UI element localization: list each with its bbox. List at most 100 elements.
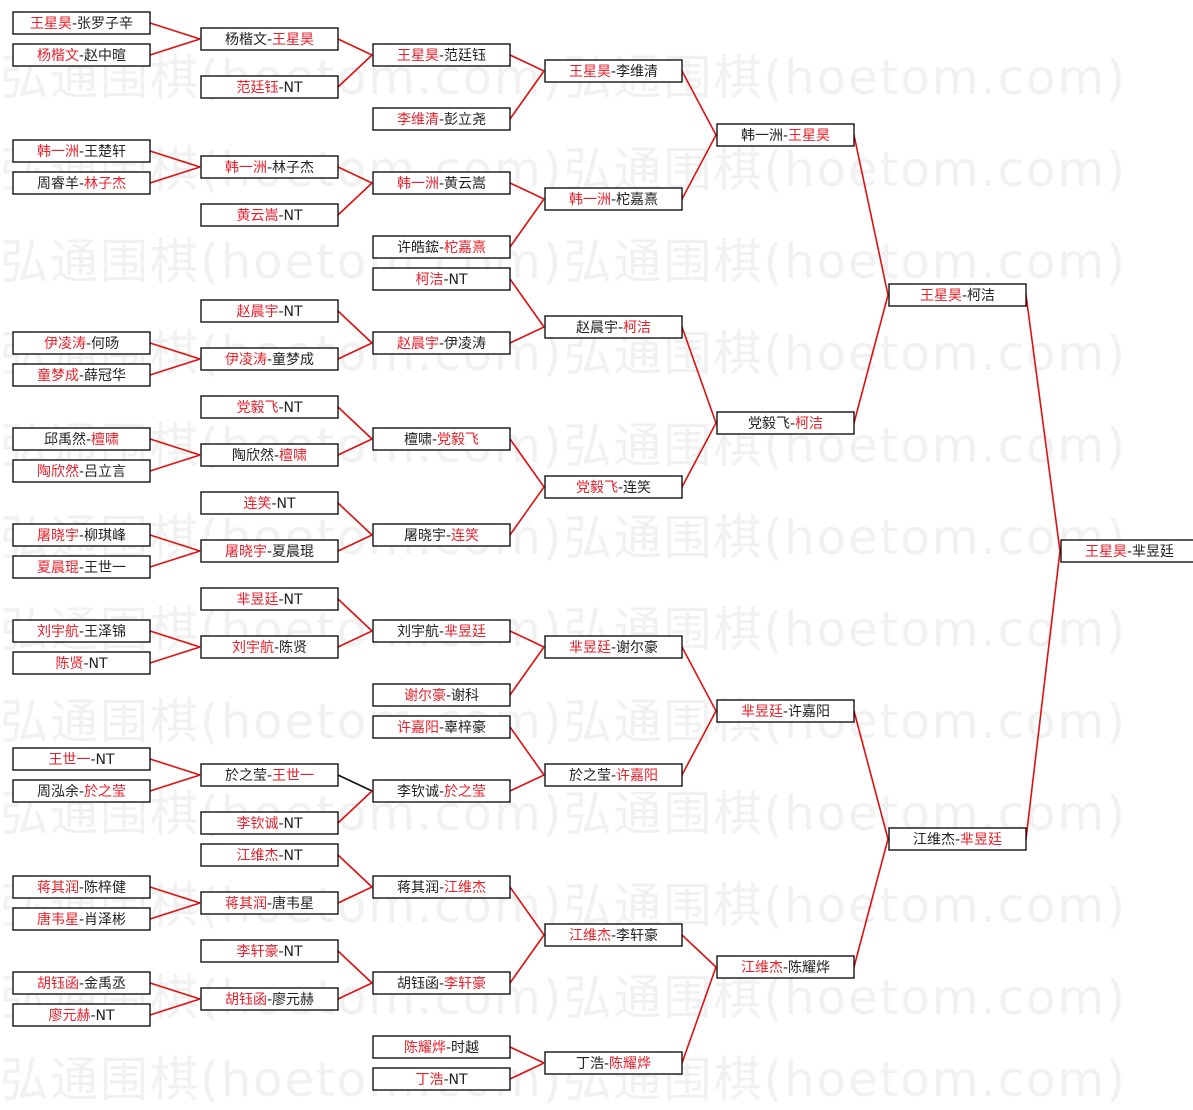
match-box: 屠晓宇-夏晨琨 <box>200 539 339 563</box>
player-b-name: 柳琪峰 <box>84 527 126 544</box>
vs-separator: - <box>79 976 84 992</box>
bracket-connector <box>337 182 373 216</box>
match-box: 丁浩-NT <box>372 1067 511 1091</box>
match-box: 江维杰-芈昱廷 <box>888 827 1027 851</box>
vs-separator: - <box>271 496 276 512</box>
match-label: 陶欣然-吕立言 <box>37 463 126 480</box>
bracket-connector <box>149 550 201 568</box>
match-box: 李维清-彭立尧 <box>372 107 511 131</box>
vs-separator: - <box>962 288 967 304</box>
match-label: 屠晓宇-连笑 <box>404 528 479 544</box>
bracket-connector <box>337 598 373 632</box>
match-box: 李轩豪-NT <box>200 939 339 963</box>
match-label: 王星昊-李维清 <box>569 64 658 80</box>
player-a-name: 王星昊 <box>1085 544 1127 560</box>
match-box-frame <box>12 11 151 35</box>
match-box-frame <box>716 955 855 979</box>
player-b-name: NT <box>277 496 296 512</box>
bracket-connector <box>337 438 373 456</box>
player-b-name: 李轩豪 <box>616 928 658 944</box>
player-a-name: 韩一洲 <box>741 128 783 144</box>
player-a-name: 邱禹然 <box>44 431 86 448</box>
match-box: 韩一洲-林子杰 <box>200 155 339 179</box>
bracket-connector <box>681 422 717 488</box>
player-b-name: 连笑 <box>623 480 651 496</box>
match-box-frame <box>12 971 151 995</box>
match-box-frame <box>716 411 855 435</box>
player-b-name: 李维清 <box>616 64 658 80</box>
player-a-name: 王星昊 <box>920 288 962 304</box>
match-label: 胡钰函-金禹丞 <box>37 976 126 992</box>
match-box-frame <box>200 491 339 515</box>
vs-separator: - <box>611 64 616 80</box>
vs-separator: - <box>278 304 283 320</box>
match-box-frame <box>372 331 511 355</box>
match-box: 王星昊-张罗子辛 <box>12 11 151 35</box>
player-a-name: 蒋其润 <box>397 880 439 896</box>
player-b-name: 王世一 <box>84 560 126 576</box>
match-box: 赵晨宇-柯洁 <box>544 315 683 339</box>
match-box-frame <box>544 475 683 499</box>
player-b-name: 陈耀烨 <box>609 1055 651 1072</box>
match-box: 黄云嵩-NT <box>200 203 339 227</box>
player-b-name: 林子杰 <box>84 176 126 192</box>
player-b-name: 张罗子辛 <box>77 16 133 32</box>
match-box: 赵晨宇-伊凌涛 <box>372 331 511 355</box>
vs-separator: - <box>267 544 272 560</box>
match-box: 谢尔豪-谢科 <box>372 683 511 707</box>
vs-separator: - <box>79 144 84 160</box>
vs-separator: - <box>618 320 623 336</box>
player-a-name: 赵晨宇 <box>576 320 618 336</box>
player-b-name: NT <box>284 400 303 416</box>
match-box-frame <box>12 747 151 771</box>
match-box-frame <box>372 683 511 707</box>
match-box: 夏晨琨-王世一 <box>12 555 151 579</box>
match-box-frame <box>200 203 339 227</box>
player-b-name: 陈耀烨 <box>788 959 830 976</box>
player-b-name: NT <box>96 752 115 768</box>
match-box: 芈昱廷-许嘉阳 <box>716 699 855 723</box>
bracket-connector <box>509 486 545 536</box>
player-b-name: 陈贤 <box>279 639 307 656</box>
player-a-name: 周睿羊 <box>37 176 79 192</box>
player-b-name: 陈梓健 <box>84 879 126 896</box>
vs-separator: - <box>446 528 451 544</box>
bracket-connector <box>149 534 201 552</box>
player-b-name: 何旸 <box>91 336 119 352</box>
player-a-name: 胡钰函 <box>225 992 267 1008</box>
bracket-connector <box>149 22 201 40</box>
match-box-frame <box>544 923 683 947</box>
vs-separator: - <box>443 272 448 288</box>
player-b-name: 王泽锦 <box>84 623 126 640</box>
player-a-name: 范廷钰 <box>236 79 278 96</box>
bracket-connector <box>337 630 373 648</box>
player-b-name: NT <box>449 272 468 288</box>
player-a-name: 黄云嵩 <box>236 207 278 224</box>
match-box-frame <box>12 555 151 579</box>
match-box-frame <box>372 875 511 899</box>
match-box: 胡钰函-金禹丞 <box>12 971 151 995</box>
match-box-frame <box>12 875 151 899</box>
player-a-name: 於之莹 <box>569 768 611 784</box>
bracket-connector <box>337 854 373 888</box>
player-b-name: 赵中暄 <box>84 48 126 64</box>
bracket-connector <box>509 326 545 344</box>
player-a-name: 许嘉阳 <box>397 720 439 736</box>
player-b-name: 廖元赫 <box>272 991 314 1008</box>
match-box-frame <box>372 715 511 739</box>
player-a-name: 赵晨宇 <box>397 336 439 352</box>
match-box: 许嘉阳-辜梓豪 <box>372 715 511 739</box>
match-label: 廖元赫-NT <box>48 1007 115 1024</box>
match-label: 杨楷文-王星昊 <box>225 32 314 48</box>
vs-separator: - <box>611 640 616 656</box>
match-label: 范廷钰-NT <box>236 79 303 96</box>
player-b-name: 谢科 <box>451 688 479 704</box>
bracket-connector <box>509 278 545 328</box>
bracket-connector <box>681 134 717 200</box>
match-label: 柯洁-NT <box>415 272 468 288</box>
bracket-connector <box>149 150 201 168</box>
match-box: 蒋其润-唐韦星 <box>200 891 339 915</box>
match-label: 芈昱廷-NT <box>236 592 303 608</box>
player-b-name: NT <box>96 1008 115 1024</box>
